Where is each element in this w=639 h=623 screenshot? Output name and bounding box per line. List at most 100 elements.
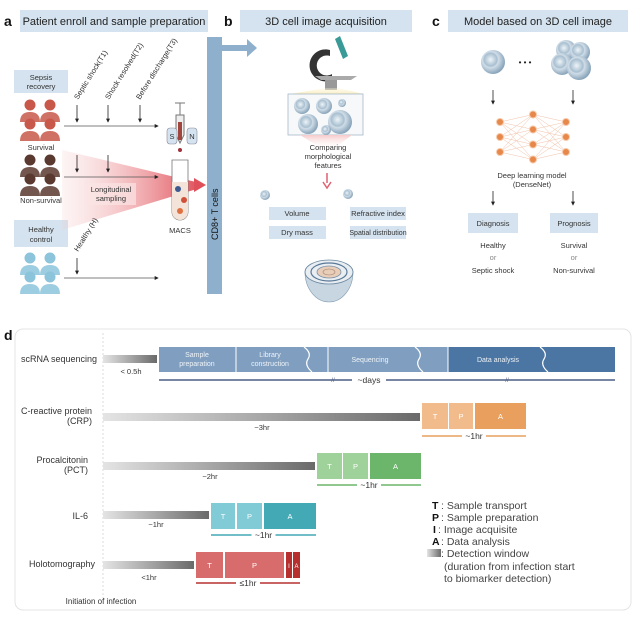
panel-a: a Patient enroll and sample preparation … <box>4 10 257 294</box>
break-chevron <box>539 346 549 373</box>
scrna-data-analysis-bar <box>448 347 615 372</box>
pct-block-label: T <box>327 462 332 471</box>
healthy-label: Healthy <box>28 225 54 234</box>
il6-block-p <box>237 503 262 529</box>
non-survival-label: Non-survival <box>20 196 62 205</box>
axis-break-icon: // <box>331 378 335 384</box>
holotomography-block-label: P <box>252 561 257 570</box>
model-name: (DenseNet) <box>513 180 552 189</box>
down-arrow-icon <box>322 173 332 190</box>
step-library-construction: Library <box>259 352 281 359</box>
survival-person-icon <box>40 99 60 122</box>
survival-person-icon <box>40 118 60 141</box>
holotomography-block-label: I <box>288 564 290 570</box>
pct-label: (PCT) <box>64 465 88 475</box>
pct-block-label: P <box>353 462 358 471</box>
crp-block-a <box>475 403 526 429</box>
il6-duration-label: ~1hr <box>255 530 272 540</box>
feature-refractive-index <box>350 207 406 220</box>
network-edge <box>532 114 567 123</box>
panel-c-title: Model based on 3D cell image <box>464 16 612 28</box>
network-node <box>562 118 570 126</box>
scrna-detection-window <box>103 355 157 363</box>
axis-break-icon: // <box>505 378 509 384</box>
holotomography-block-t <box>196 552 223 578</box>
longitudinal-label: Longitudinal <box>91 185 132 194</box>
network-node <box>496 133 504 141</box>
il6-block-label: A <box>287 512 292 521</box>
step-sample-preparation: Sample <box>185 352 209 359</box>
network-node <box>562 148 570 156</box>
non-survival-person-icon <box>20 154 40 177</box>
legend-text-a: : Data analysis <box>441 536 510 548</box>
legend-text-i: : Image acquisite <box>438 524 518 536</box>
legend-key-t: T <box>432 500 439 512</box>
sepsis-label: Sepsis <box>30 73 53 82</box>
feature-dry-mass-label: Dry mass <box>281 228 313 237</box>
step-sequencing: Sequencing <box>352 357 389 364</box>
pct-window-label: ~2hr <box>202 472 218 481</box>
panel-c: c Model based on 3D cell image • • • Dee… <box>432 10 628 275</box>
cell-icon <box>321 125 331 135</box>
prognosis-or: or <box>571 253 578 262</box>
panel-d: d scRNA sequencing < 0.5h Sample prepara… <box>4 327 632 611</box>
cell-icon <box>343 189 353 199</box>
panel-letter-b: b <box>224 13 233 29</box>
break-chevron <box>414 346 424 373</box>
network-node <box>529 155 537 164</box>
legend-key-a: A <box>432 536 440 548</box>
il6-window-label: ~1hr <box>148 520 164 529</box>
single-cell-icon <box>481 50 505 74</box>
healthy-person-icon <box>40 252 60 275</box>
crp-block-label: T <box>433 412 438 421</box>
network-edge <box>499 144 534 153</box>
panel-b-title: 3D cell image acquisition <box>265 16 387 28</box>
cell-cluster-icon <box>551 40 591 80</box>
panel-a-title: Patient enroll and sample preparation <box>23 16 206 28</box>
survival-label: Survival <box>28 143 55 152</box>
healthy-person-icon <box>40 271 60 294</box>
diagnosis-septic-shock: Septic shock <box>472 266 515 275</box>
comparing-line-3: features <box>314 161 341 170</box>
legend-text-t: : Sample transport <box>441 500 527 512</box>
crp-label: (CRP) <box>67 416 92 426</box>
cell-icon <box>260 190 270 200</box>
network-node <box>496 118 504 126</box>
survival-person-icon <box>20 99 40 122</box>
network-edge <box>499 114 534 138</box>
holotomography-detection-window <box>103 561 194 569</box>
network-edge <box>532 121 567 145</box>
feature-spatial-distribution <box>350 226 406 239</box>
network-node <box>496 148 504 156</box>
initiation-label: Initiation of infection <box>66 597 137 606</box>
diagnosis-healthy: Healthy <box>480 241 506 250</box>
diagnosis-label: Diagnosis <box>477 219 510 228</box>
pct-block-label: A <box>393 462 398 471</box>
holotomography-block-i <box>286 552 292 578</box>
scrna-steps: Sample preparation Library construction … <box>159 346 615 373</box>
model-label: Deep learning model <box>497 171 567 180</box>
scrna-step-bar <box>159 347 448 372</box>
network-edge <box>532 121 567 130</box>
panel-letter-c: c <box>432 13 440 29</box>
neural-network-icon <box>496 110 570 164</box>
holotomography-block-label: T <box>207 561 212 570</box>
il6-block-label: T <box>221 512 226 521</box>
il6-block-t <box>211 503 235 529</box>
legend-text-p: : Sample preparation <box>441 512 539 524</box>
legend: T : Sample transport P : Sample preparat… <box>427 500 575 585</box>
panel-c-header <box>448 10 628 32</box>
pct-detection-window <box>103 462 315 470</box>
il6-block-a <box>264 503 316 529</box>
healthy-person-icon <box>20 252 40 275</box>
network-edge <box>499 151 534 160</box>
network-node <box>529 140 537 149</box>
pct-label: Procalcitonin <box>36 455 88 465</box>
legend-key-i: I <box>433 524 436 536</box>
legend-detection-note-1: (duration from infection start <box>444 561 575 573</box>
feature-refractive-index-label: Refractive index <box>351 209 405 218</box>
holotomography-label: Holotomography <box>29 559 96 569</box>
